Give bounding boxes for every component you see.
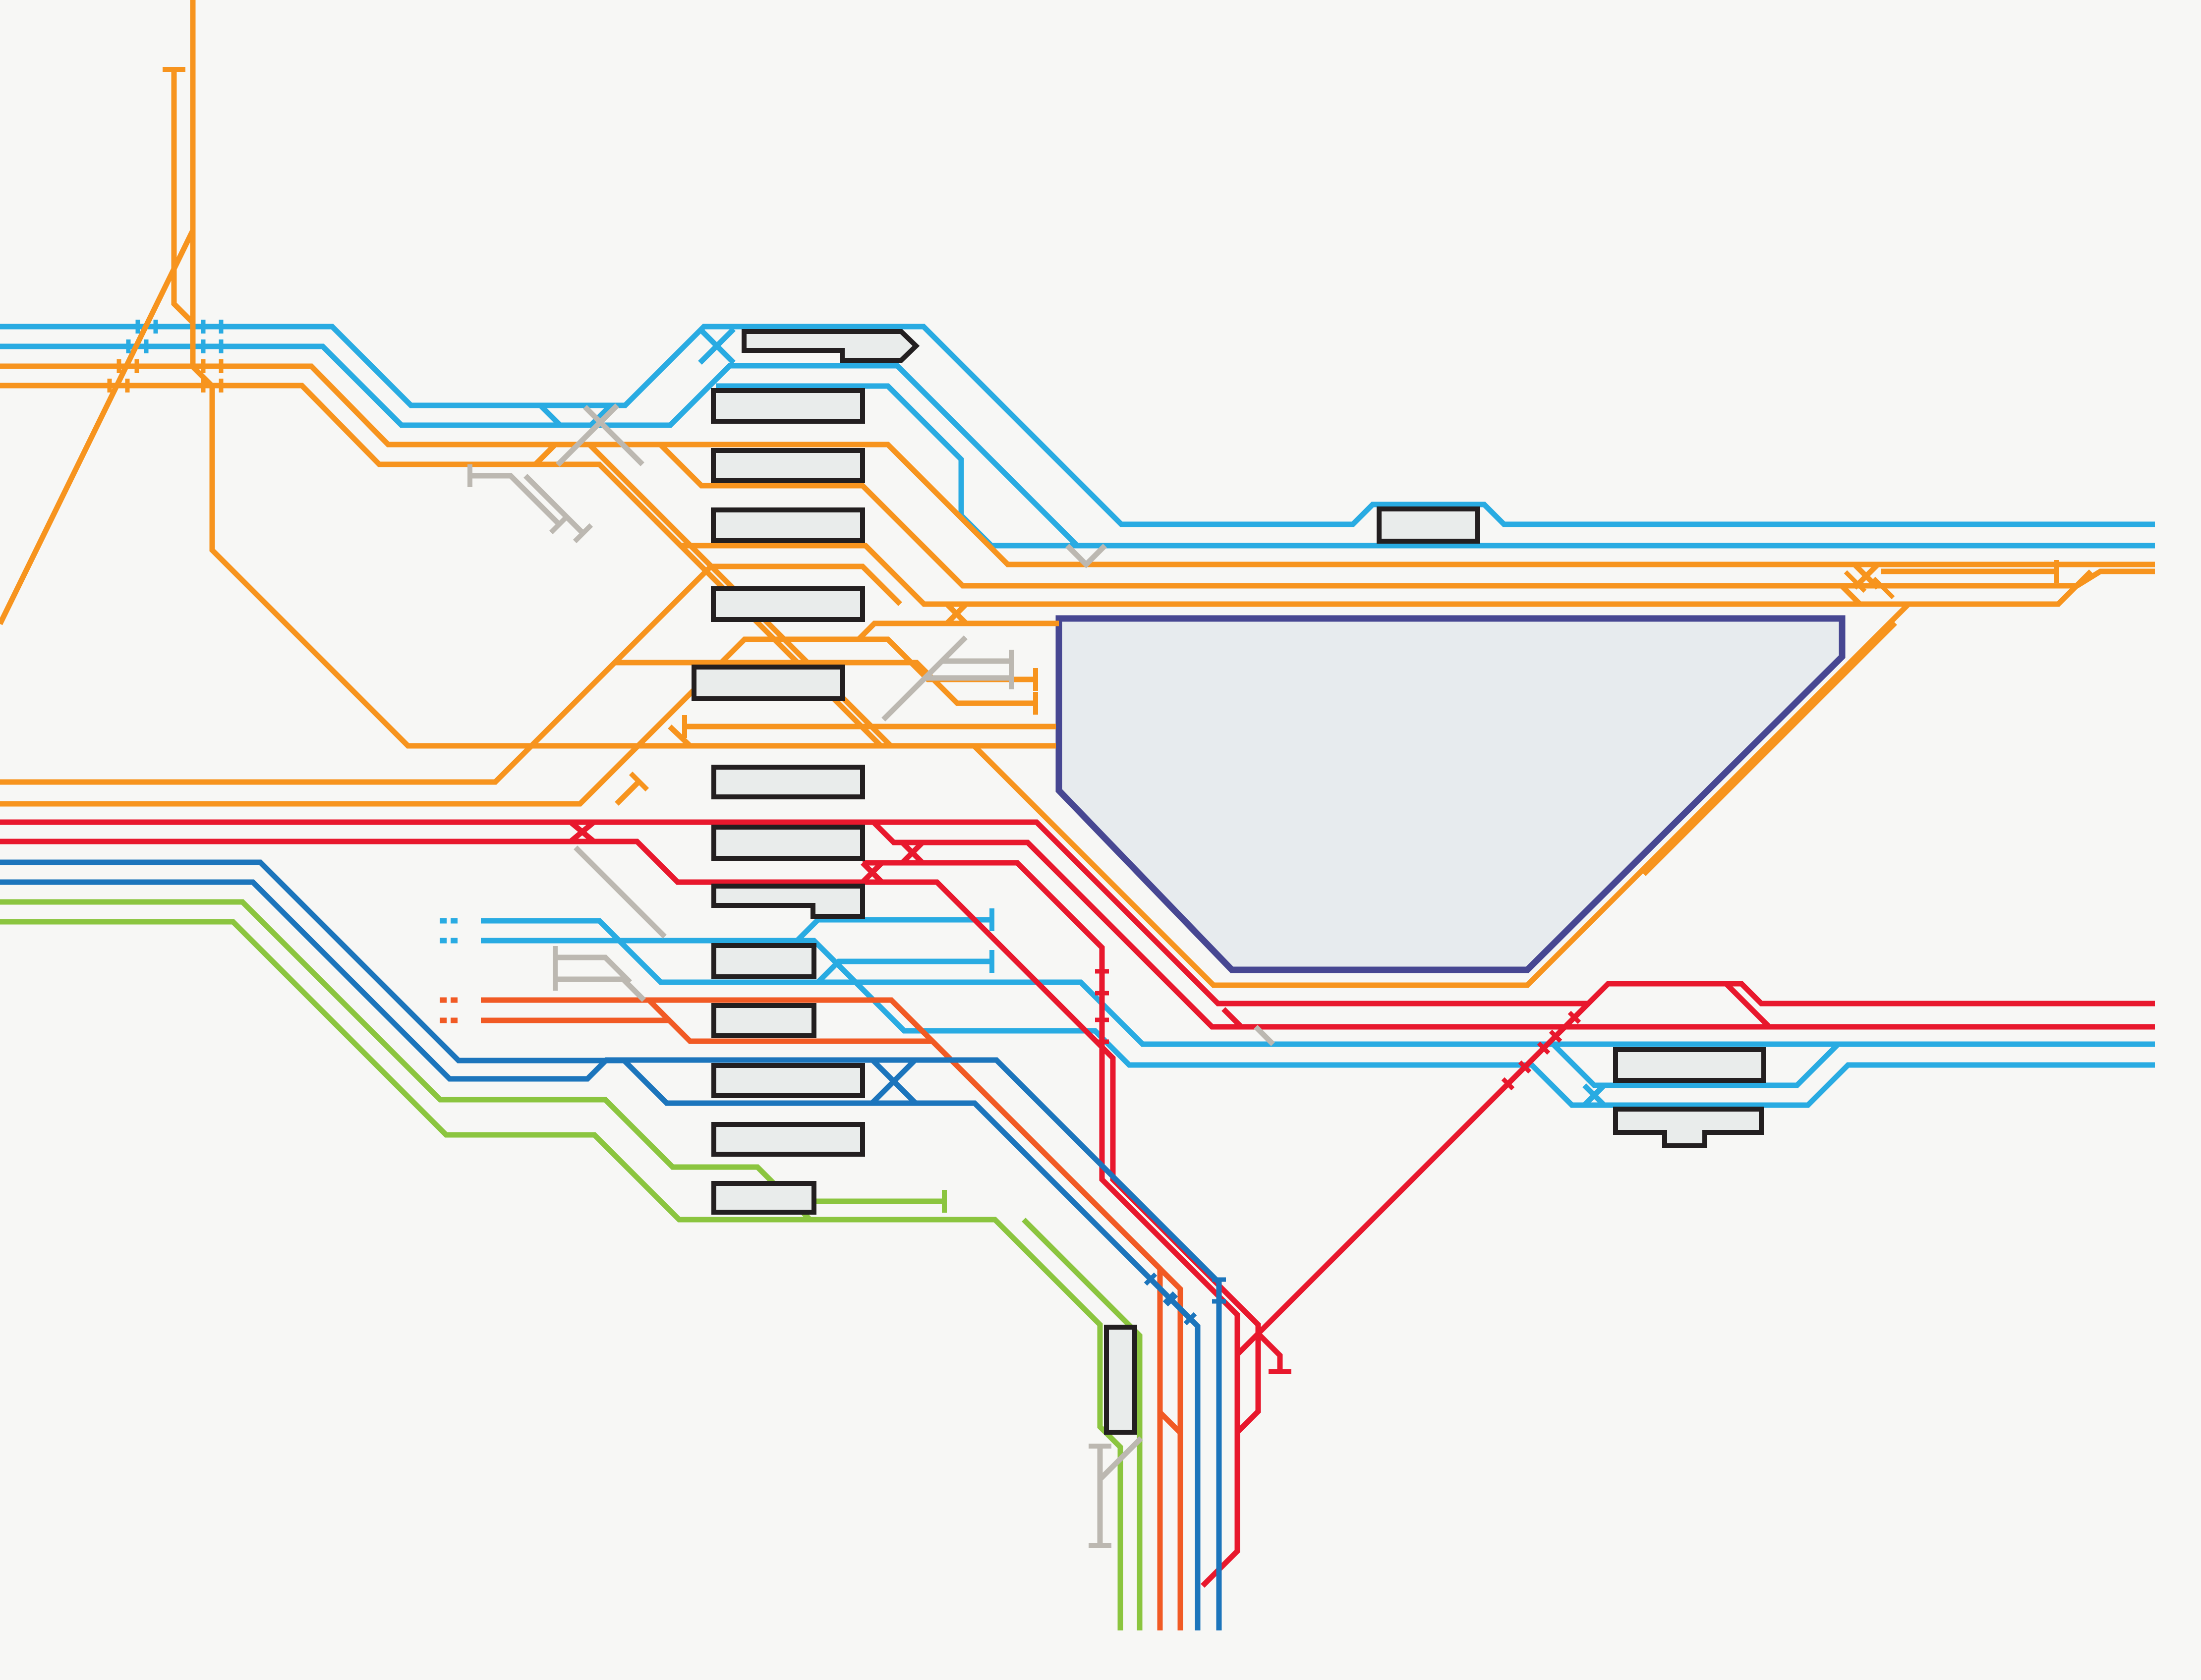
platform-4 <box>711 507 865 543</box>
track-gray-76 <box>1254 1025 1275 1046</box>
track-red-49 <box>900 840 925 865</box>
track-vermilion-39 <box>481 1017 1183 1630</box>
track-red-42 <box>0 819 2155 1007</box>
platform-3 <box>711 448 865 483</box>
platform-bottom-vertical <box>1104 1325 1137 1435</box>
track-gray-77 <box>1065 544 1107 568</box>
track-green-63 <box>1022 1218 1143 1630</box>
track-cyan-2 <box>716 383 1077 549</box>
gap-tick <box>1183 1312 1197 1326</box>
track-orange-31 <box>190 0 1911 988</box>
platform-14 <box>711 1181 816 1215</box>
track-green-62 <box>0 919 1123 1630</box>
platform-12 <box>711 1063 865 1098</box>
track-vermilion-40 <box>647 998 671 1022</box>
track-red-44 <box>569 820 596 844</box>
gap-tick <box>1518 1060 1532 1074</box>
gap-tick <box>1853 579 1867 593</box>
track-orange-27 <box>615 660 1036 706</box>
buffer-stop <box>573 523 593 544</box>
track-cyan-10 <box>1582 1083 1606 1107</box>
track-red-46 <box>871 820 2155 1030</box>
platform-1-arrow <box>742 329 920 363</box>
track-gray-74 <box>1098 1436 1143 1481</box>
platform-right-low-t <box>1613 1107 1764 1148</box>
track-orange-19 <box>654 519 2093 607</box>
gap-tick <box>1162 1291 1176 1305</box>
gap-tick <box>1549 1029 1563 1043</box>
buffer-stop <box>549 514 570 535</box>
buffer-stop <box>629 771 649 792</box>
track-orange-30 <box>668 725 692 748</box>
track-orange-35 <box>1642 621 1897 876</box>
track-orange-33 <box>171 69 195 325</box>
platform-6 <box>692 665 845 701</box>
track-gray-71 <box>555 954 632 984</box>
track-red-55 <box>1724 982 1771 1029</box>
track-orange-36 <box>615 780 641 806</box>
track-cyan-11 <box>481 938 2155 1108</box>
track-orange-16 <box>658 443 2155 589</box>
gap-tick <box>1144 1272 1158 1286</box>
track-cyan-5 <box>538 403 562 427</box>
track-red-53 <box>1256 1332 1283 1372</box>
platform-11 <box>711 1003 816 1038</box>
track-cyan-6 <box>589 403 613 427</box>
platform-8 <box>711 825 865 861</box>
platform-9-step <box>711 884 865 919</box>
gap-tick <box>1881 586 1895 600</box>
platform-5 <box>711 586 865 622</box>
track-cyan-12 <box>795 917 992 943</box>
track-gray-72 <box>555 976 646 1002</box>
track-orange-37 <box>533 443 557 466</box>
gap-tick <box>1501 1077 1515 1091</box>
track-blue-59 <box>870 1058 917 1105</box>
platform-13 <box>711 1122 865 1157</box>
station-hall <box>1055 615 1846 973</box>
gap-tick <box>1537 1041 1551 1055</box>
track-gray-65 <box>523 474 585 535</box>
track-gray-73 <box>574 845 667 939</box>
track-orange-14 <box>0 363 2155 567</box>
platform-right-mid <box>1613 1047 1766 1083</box>
track-red-45 <box>0 839 1261 1434</box>
track-orange-24 <box>857 620 1059 641</box>
track-orange-17 <box>1840 584 1862 606</box>
track-gray-64 <box>470 473 561 526</box>
track-vermilion-41 <box>1158 1410 1182 1435</box>
track-gray-67 <box>583 405 644 466</box>
platform-7 <box>711 765 865 799</box>
track-gray-68 <box>881 635 968 722</box>
gap-tick <box>1164 1293 1178 1307</box>
track-blue-57 <box>0 879 1222 1630</box>
gap-tick <box>1844 570 1857 584</box>
track-red-47 <box>863 860 1240 1588</box>
track-gray-66 <box>556 403 619 467</box>
platform-top-right <box>1377 506 1480 544</box>
gap-tick <box>1872 576 1886 590</box>
track-red-51 <box>861 861 884 884</box>
track-cyan-7 <box>481 918 2155 1047</box>
track-orange-34 <box>0 229 195 625</box>
gap-tick <box>1567 1010 1581 1024</box>
platform-2 <box>711 388 865 424</box>
track-red-54 <box>1221 1007 1243 1029</box>
track-orange-26 <box>945 602 968 625</box>
track-blue-56 <box>0 859 1201 1630</box>
track-cyan-8 <box>1551 1042 1840 1088</box>
platform-10 <box>711 943 816 979</box>
track-cyan-0 <box>0 324 2155 527</box>
track-red-52 <box>1235 1002 1590 1356</box>
track-cyan-13 <box>816 958 992 984</box>
track-cyan-4 <box>698 327 736 365</box>
track-cyan-1 <box>0 343 2155 549</box>
